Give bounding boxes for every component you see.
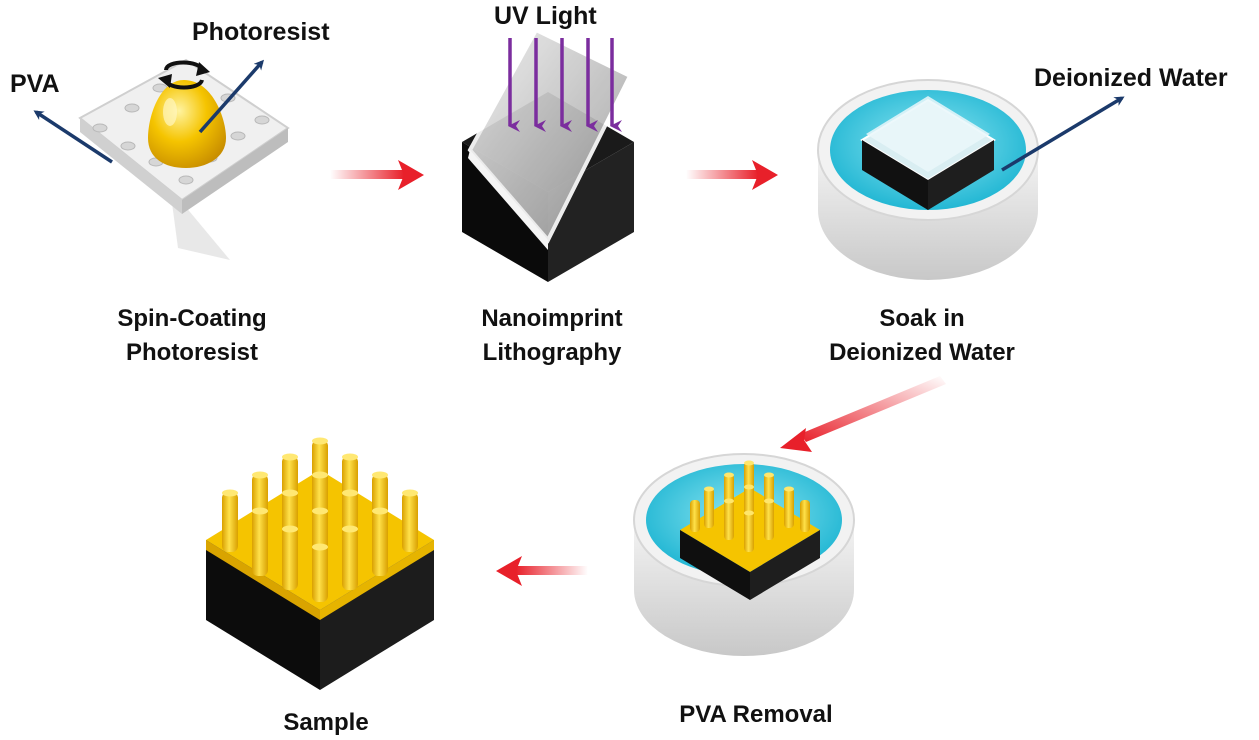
flow-arrow-3	[780, 376, 946, 452]
step4-caption: PVA Removal	[679, 701, 832, 728]
step5-caption: Sample	[283, 709, 368, 736]
deionized-water-pointer-arrow	[1001, 96, 1125, 172]
photoresist-label: Photoresist	[192, 18, 330, 46]
step2-caption-line2: Lithography	[483, 339, 622, 366]
pva-removal-dish-illustration	[633, 453, 855, 656]
step1-caption-line2: Photoresist	[126, 339, 258, 366]
uv-light-label: UV Light	[494, 2, 597, 30]
nanoimprint-illustration	[462, 27, 634, 282]
step1-caption-line1: Spin-Coating	[117, 305, 266, 332]
sample-illustration	[206, 437, 434, 690]
flow-arrow-1	[330, 160, 424, 190]
soak-dish-illustration	[817, 79, 1039, 280]
step3-caption-line2: Deionized Water	[829, 339, 1015, 366]
step3-caption-line1: Soak in	[879, 305, 964, 332]
photoresist-pointer-arrow	[198, 59, 264, 134]
uv-light-arrows	[508, 38, 622, 132]
spin-coating-illustration	[78, 58, 290, 260]
flow-arrow-4	[496, 556, 588, 586]
flow-arrow-2	[686, 160, 778, 190]
deionized-water-label: Deionized Water	[1034, 64, 1228, 92]
pva-label: PVA	[10, 70, 60, 98]
step2-caption-line1: Nanoimprint	[481, 305, 622, 332]
pva-pointer-arrow	[33, 110, 113, 164]
